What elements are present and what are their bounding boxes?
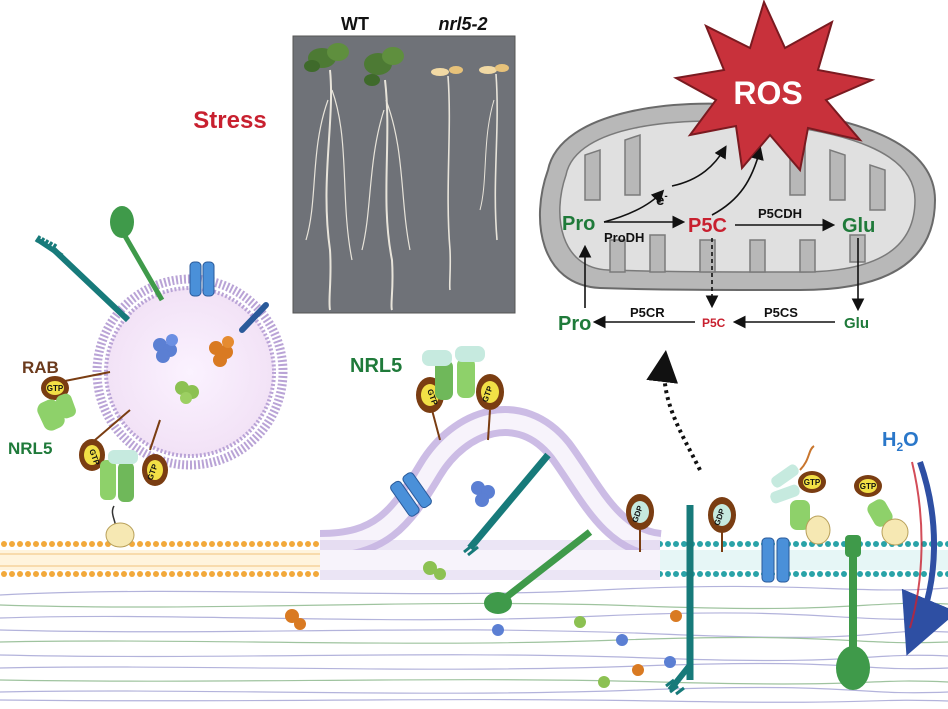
membrane-green-receptor xyxy=(484,529,593,614)
gtp-label-rab: GTP xyxy=(47,384,64,393)
ros-label: ROS xyxy=(733,75,802,111)
membrane-teal-receptor xyxy=(463,452,551,557)
mito-pro: Pro xyxy=(562,213,595,235)
cytoskeleton-fibers xyxy=(0,585,948,703)
water-flow-arrow xyxy=(901,461,948,656)
plasma-membrane-curved xyxy=(319,406,663,580)
cargo-orange xyxy=(209,336,234,367)
stress-label: Stress xyxy=(193,107,266,134)
wt-seedlings xyxy=(304,43,411,311)
cyto-p5cr: P5CR xyxy=(630,305,665,320)
right-teal-receptor xyxy=(665,505,694,696)
mito-arrows xyxy=(578,145,865,329)
cyto-pro: Pro xyxy=(558,313,591,335)
membrane-nrl5-dimer xyxy=(416,346,504,441)
seedling-photo xyxy=(292,35,516,314)
dotted-transport-arrow xyxy=(646,350,702,471)
cytosol-cargo xyxy=(285,561,682,688)
far-right-nrl5-complex xyxy=(854,475,909,546)
gdp-protein-right xyxy=(708,497,736,552)
water-o: O xyxy=(903,429,919,451)
label-mutant: nrl5-2 xyxy=(438,14,487,34)
svg-text:H2O: H2O xyxy=(882,429,919,454)
mito-p5cdh: P5CDH xyxy=(758,206,802,221)
right-nrl5-complex xyxy=(770,445,831,545)
vesicle-teal-receptor xyxy=(34,235,131,323)
gtp-label-right-1: GTP xyxy=(804,478,821,487)
membrane-channel-middle xyxy=(390,472,432,517)
mito-prodh: ProDH xyxy=(604,230,644,245)
nrl5-label-vesicle: NRL5 xyxy=(8,439,52,458)
vesicle-nrl5-dimer xyxy=(79,409,168,548)
mutant-seedlings xyxy=(431,64,509,291)
water-h: H xyxy=(882,429,896,451)
vesicle-rab-complex xyxy=(37,371,111,431)
vesicle-channel xyxy=(189,261,215,297)
vesicle xyxy=(34,206,288,470)
cargo-blue xyxy=(153,334,178,363)
cargo-green xyxy=(175,381,199,404)
plasma-membrane-orange xyxy=(0,540,320,580)
mito-glu: Glu xyxy=(842,215,875,237)
water-subscript: 2 xyxy=(896,440,903,454)
right-green-receptor xyxy=(836,535,870,690)
cyto-p5cs: P5CS xyxy=(764,305,798,320)
membrane-cargo-blue xyxy=(471,481,495,507)
membrane-channel-right xyxy=(761,537,790,583)
label-wt: WT xyxy=(341,14,369,34)
vesicle-green-receptor xyxy=(110,206,165,302)
mito-electron: e- xyxy=(656,191,668,209)
water-label: H2O xyxy=(882,429,919,454)
cyto-p5c: P5C xyxy=(702,316,726,330)
rab-label: RAB xyxy=(22,358,59,377)
plasma-membrane-teal xyxy=(660,540,948,580)
nrl5-label-membrane: NRL5 xyxy=(350,355,402,377)
mito-p5c: P5C xyxy=(688,215,727,237)
gtp-label-right-2: GTP xyxy=(860,482,877,491)
cristae xyxy=(584,133,886,273)
ros-burst xyxy=(672,0,876,173)
vesicle-blue-protein xyxy=(239,302,269,333)
gdp-protein-left xyxy=(626,494,654,552)
cyto-glu: Glu xyxy=(844,315,869,332)
